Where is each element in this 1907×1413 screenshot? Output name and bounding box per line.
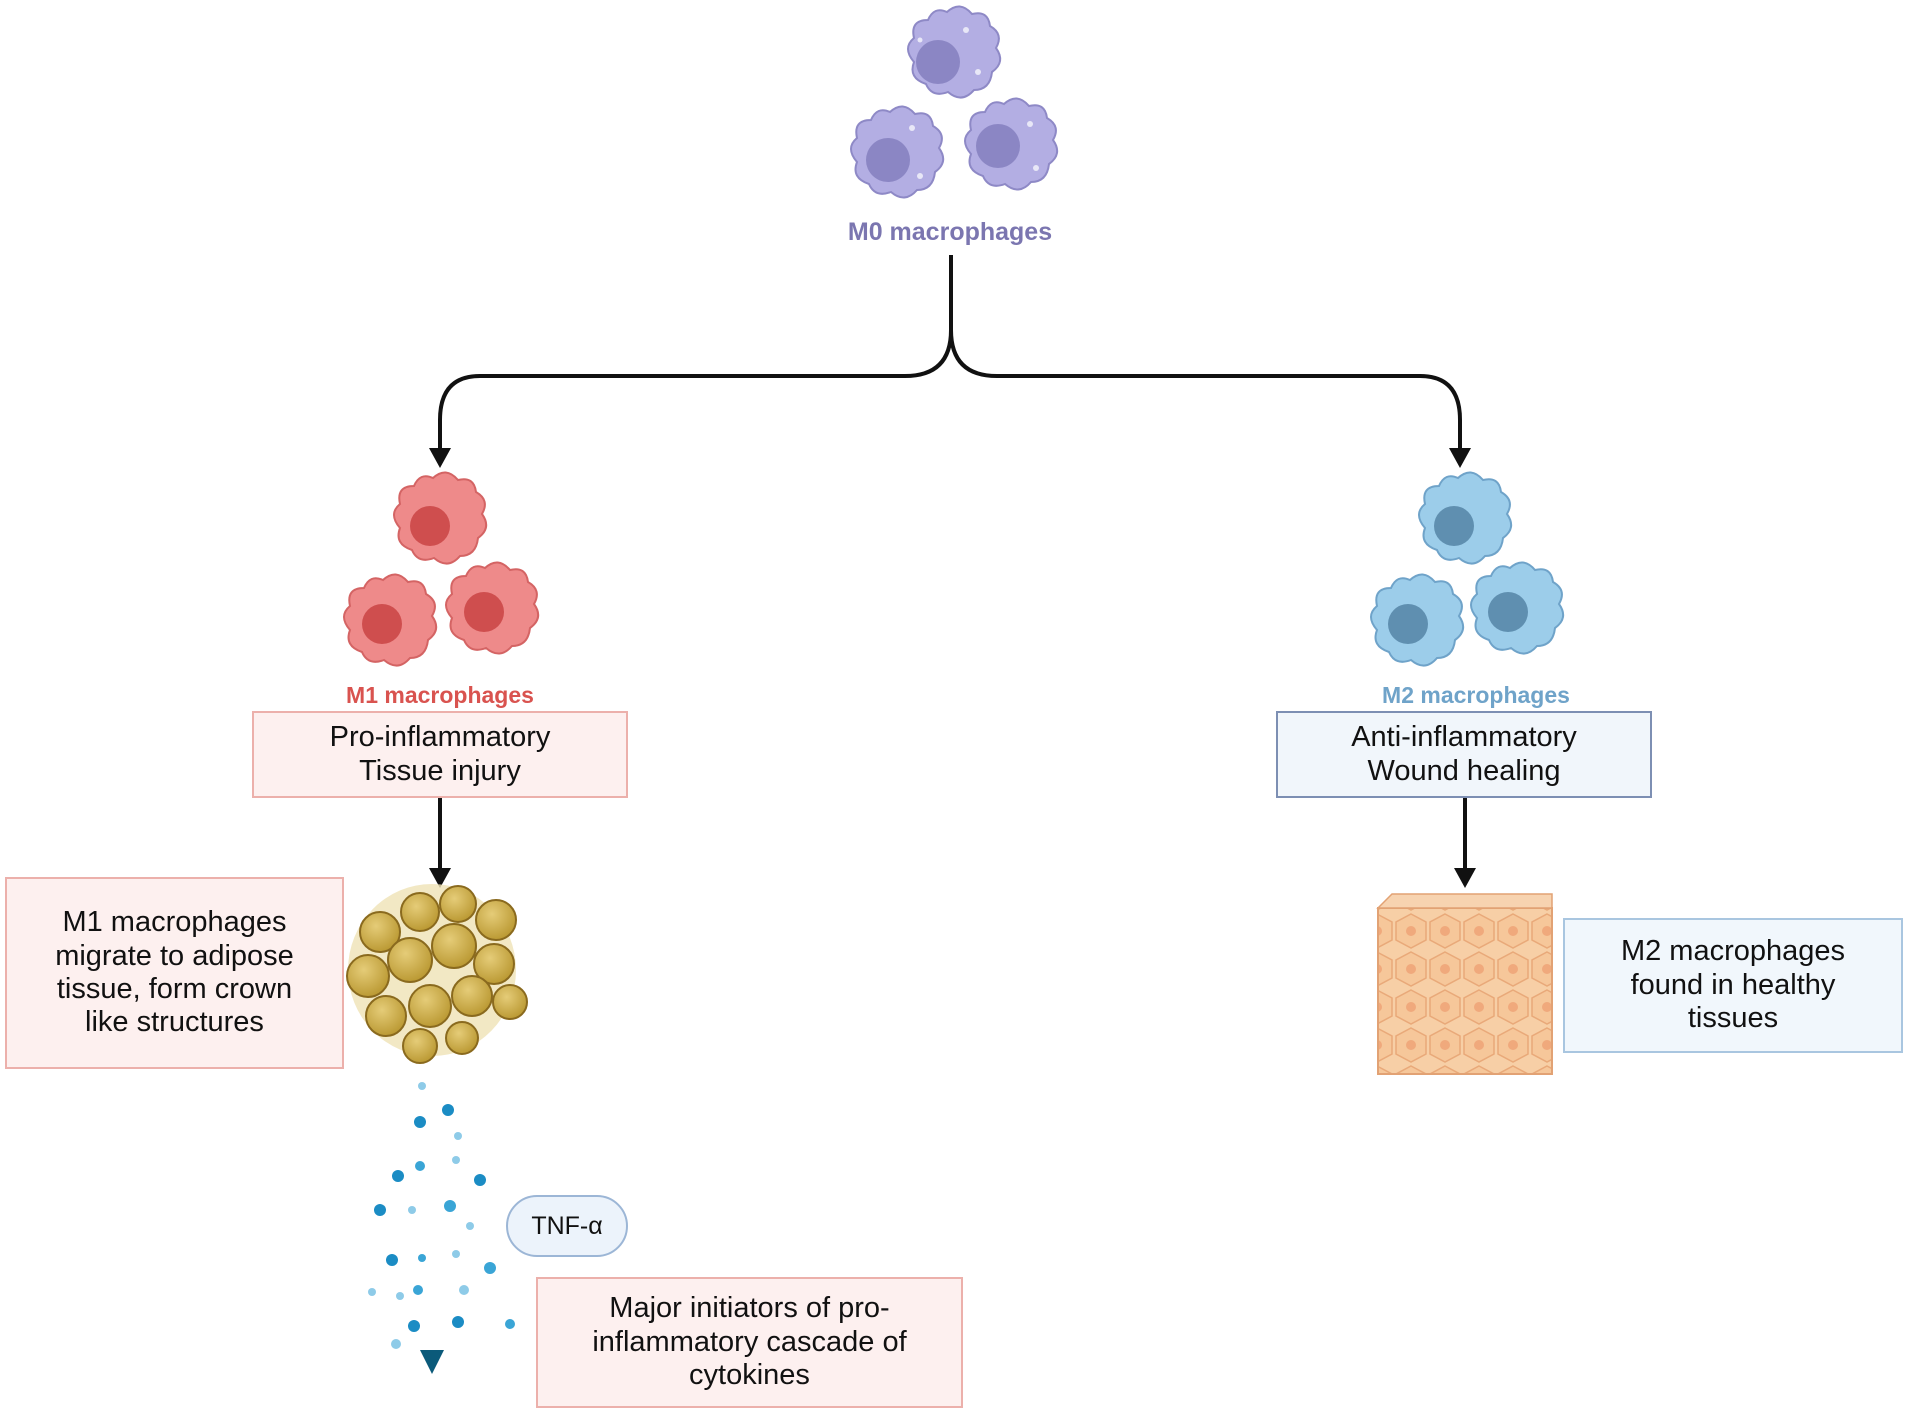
healthy-note-line: M2 macrophages [1620, 935, 1846, 968]
arrowhead-right [1449, 448, 1471, 468]
macrophage-cell-icon [445, 561, 540, 655]
arrowhead-m2-down [1454, 868, 1476, 888]
healthy-note-line: found in healthy [1630, 968, 1836, 1001]
m2-label: M2 macrophages [1382, 682, 1570, 708]
arrowhead-cytokine [420, 1350, 444, 1374]
macrophage-cell-icon [1370, 573, 1465, 667]
macrophage-cell-icon [1418, 471, 1513, 565]
cascade-note-line: Major initiators of pro- [609, 1292, 890, 1325]
macrophage-cell-icon [907, 5, 1002, 99]
m1-label: M1 macrophages [346, 682, 534, 708]
m1-property-1: Pro-inflammatory [329, 721, 551, 754]
m1-cells-icon [343, 471, 540, 667]
tnf-alpha-pill: TNF-α [506, 1195, 628, 1257]
healthy-note-line: tissues [1687, 1002, 1779, 1035]
adipose-note-box: M1 macrophages migrate to adipose tissue… [5, 877, 344, 1069]
adipose-note-line: like structures [85, 1006, 264, 1039]
m0-cells-icon [850, 5, 1059, 199]
macrophage-cell-icon [1470, 561, 1565, 655]
m0-label: M0 macrophages [847, 218, 1053, 246]
m2-cells-icon [1370, 471, 1565, 667]
adipose-note-line: migrate to adipose [55, 939, 294, 972]
m1-properties-box: Pro-inflammatory Tissue injury [252, 711, 628, 798]
adipose-note-line: tissue, form crown [56, 973, 293, 1005]
adipose-note-line: M1 macrophages [62, 906, 287, 939]
cascade-note-line: inflammatory cascade of [592, 1325, 907, 1358]
macrophage-cell-icon [393, 471, 488, 565]
branch-connector [438, 255, 1462, 450]
cascade-note-line: cytokines [689, 1359, 810, 1392]
m2-properties-box: Anti-inflammatory Wound healing [1276, 711, 1652, 798]
macrophage-cell-icon [850, 105, 945, 199]
macrophage-cell-icon [343, 573, 438, 667]
cascade-note-box: Major initiators of pro- inflammatory ca… [536, 1277, 963, 1408]
healthy-tissue-icon [1376, 893, 1553, 1075]
healthy-note-box: M2 macrophages found in healthy tissues [1563, 918, 1903, 1053]
macrophage-cell-icon [964, 97, 1059, 191]
arrowhead-left [429, 448, 451, 468]
adipose-tissue-icon [346, 884, 528, 1064]
arrowhead-m1-down [429, 868, 451, 888]
m1-property-2: Tissue injury [359, 754, 521, 787]
m2-property-2: Wound healing [1367, 754, 1561, 787]
m2-property-1: Anti-inflammatory [1351, 721, 1577, 754]
cytokine-dots-icon [368, 1082, 515, 1349]
